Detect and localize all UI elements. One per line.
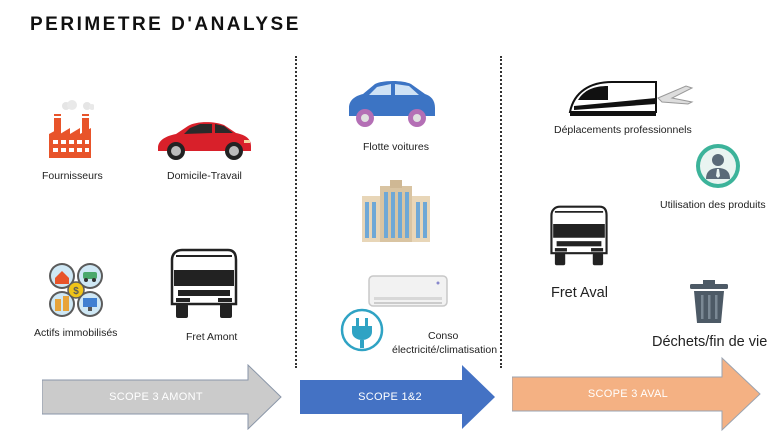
scope-1-2-arrow: SCOPE 1&2 [300,364,496,430]
user-icon [696,144,740,188]
label-deplacements: Déplacements professionnels [554,124,692,136]
divider-left [295,56,297,368]
label-actifs: Actifs immobilisés [34,327,118,339]
truck-icon [170,248,238,318]
label-fret-amont: Fret Amont [186,331,238,343]
label-fret-aval: Fret Aval [551,285,608,301]
assets-icon: $ [49,263,103,317]
blue-car-icon [349,81,435,127]
label-flotte: Flotte voitures [363,141,429,153]
factory-icon [49,100,94,158]
label-conso-line2: électricité/climatisation [392,344,498,356]
label-utilisation: Utilisation des produits [660,199,766,211]
scope-3-amont-arrow: SCOPE 3 AMONT [42,364,282,430]
air-conditioner-icon [368,275,448,307]
label-fournisseurs: Fournisseurs [42,170,103,182]
label-conso-line1: Conso [428,330,459,342]
scope-3-aval-label: SCOPE 3 AVAL [587,388,669,400]
page-title: PERIMETRE D'ANALYSE [30,14,301,35]
label-dechets: Déchets/fin de vie [652,334,768,350]
svg-text:$: $ [73,286,79,297]
scope-3-aval-arrow: SCOPE 3 AVAL [512,356,762,432]
train-plane-icon [568,81,694,116]
divider-right [500,56,502,368]
plug-icon [340,308,384,352]
label-domicile-travail: Domicile-Travail [167,170,242,182]
scope-1-2-label: SCOPE 1&2 [358,391,422,403]
red-car-icon [158,122,251,160]
truck-aval-icon [550,205,608,266]
scope-3-amont-label: SCOPE 3 AMONT [109,391,203,403]
building-icon [362,180,430,242]
trash-icon [690,280,728,323]
